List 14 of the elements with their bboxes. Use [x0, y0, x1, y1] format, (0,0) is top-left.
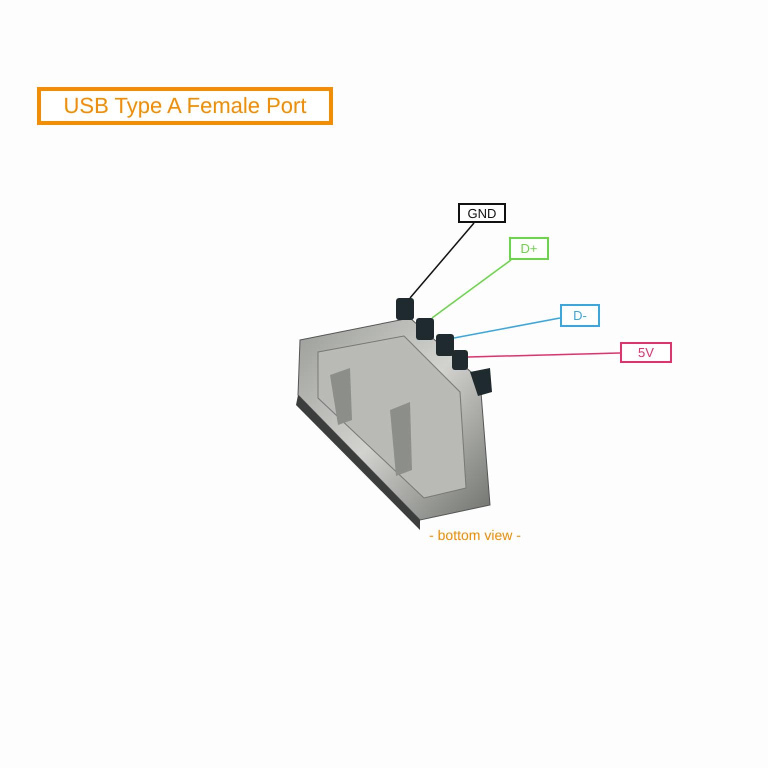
- pin-label: D-: [560, 304, 600, 327]
- view-caption: - bottom view -: [428, 527, 522, 543]
- pin: [452, 350, 468, 370]
- pin: [416, 318, 434, 340]
- pin-label: GND: [458, 203, 506, 223]
- pin-label: D+: [509, 237, 549, 260]
- title: USB Type A Female Port: [37, 87, 333, 125]
- leader-line: [409, 222, 475, 298]
- pin-label: 5V: [620, 342, 672, 363]
- leader-line: [432, 259, 512, 319]
- leader-line: [454, 317, 560, 339]
- pin: [436, 334, 454, 356]
- leader-line: [468, 352, 620, 358]
- pin: [396, 298, 414, 320]
